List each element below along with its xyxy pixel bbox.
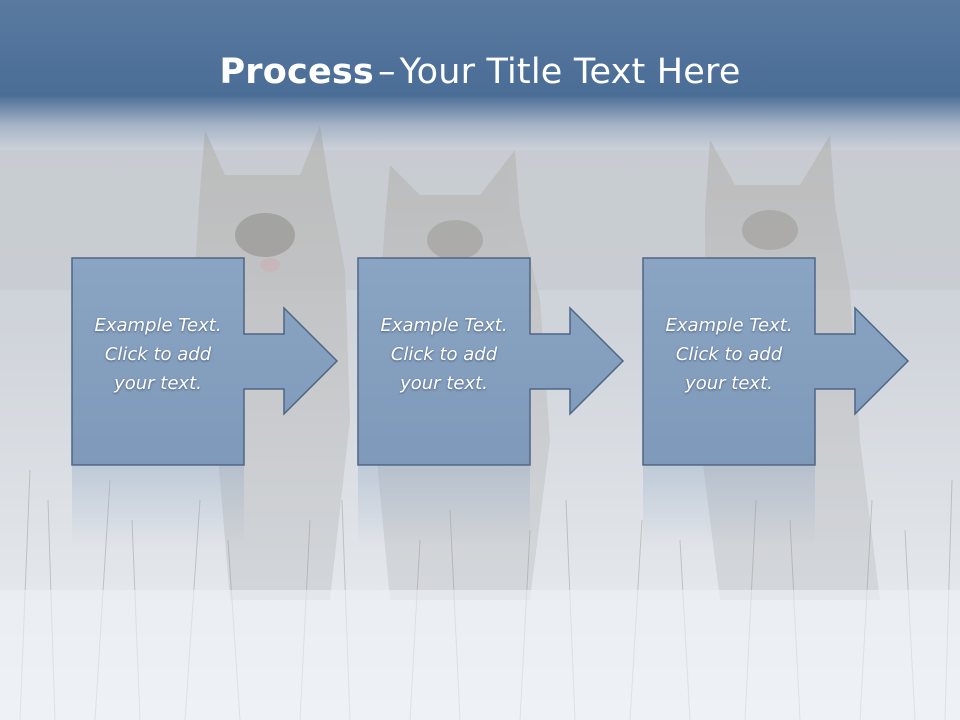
title-band	[0, 0, 960, 150]
step-3-line-3: your text.	[685, 373, 773, 394]
step-2-line-3: your text.	[400, 373, 488, 394]
step-2-line-1: Example Text.	[380, 315, 508, 336]
step-3-reflection	[643, 466, 815, 546]
step-1-line-1: Example Text.	[94, 315, 222, 336]
title-dash: –	[377, 52, 396, 92]
step-2-shape[interactable]	[357, 257, 625, 466]
slide-title[interactable]: Process–Your Title Text Here	[0, 52, 960, 92]
step-1-text[interactable]: Example Text. Click to add your text.	[72, 311, 244, 398]
title-rest: Your Title Text Here	[399, 52, 741, 92]
step-1-shape[interactable]	[71, 257, 339, 466]
step-3-text[interactable]: Example Text. Click to add your text.	[643, 311, 815, 398]
step-3-line-2: Click to add	[675, 344, 783, 365]
step-1-reflection	[72, 466, 244, 546]
step-2-text[interactable]: Example Text. Click to add your text.	[358, 311, 530, 398]
title-bold: Process	[219, 52, 374, 92]
step-2-line-2: Click to add	[390, 344, 498, 365]
step-2-reflection	[358, 466, 530, 546]
step-3-shape[interactable]	[642, 257, 910, 466]
step-1-line-3: your text.	[114, 373, 202, 394]
step-3-line-1: Example Text.	[665, 315, 793, 336]
step-1-line-2: Click to add	[104, 344, 212, 365]
